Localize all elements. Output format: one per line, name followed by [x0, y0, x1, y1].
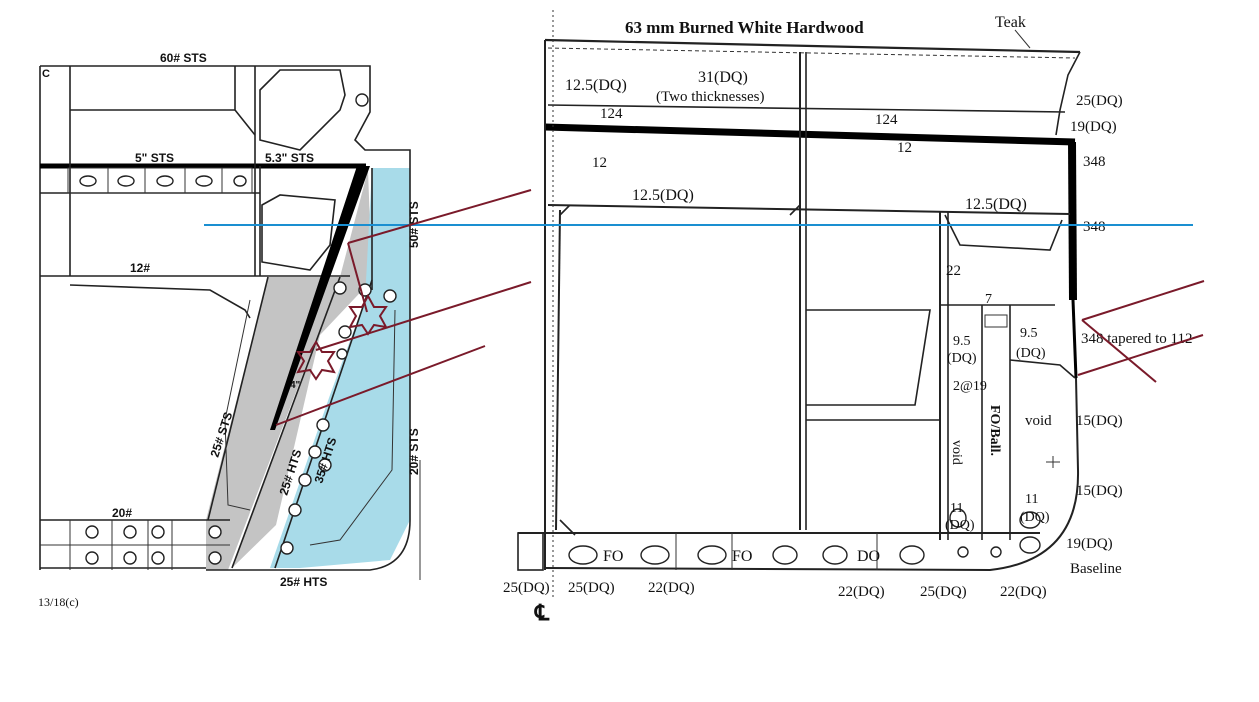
deck-label-12-b: 12 — [897, 140, 912, 156]
inner-label-2-at-19: 2@19 — [953, 379, 987, 394]
deck-label-12: 12# — [130, 261, 150, 275]
figure-ref: 13/18(c) — [38, 595, 79, 609]
deck-label-12-a: 12 — [592, 155, 607, 171]
inner-label-dq-d: (DQ) — [1020, 510, 1050, 525]
bottom-label-5: 25(DQ) — [920, 584, 967, 600]
inner-label-11-b: 11 — [1025, 492, 1038, 507]
right-hull-section: 63 mm Burned White Hardwood Teak 12.5(DQ… — [503, 10, 1193, 625]
left-hull-outline — [40, 65, 411, 571]
side-label-20-sts: 20# STS — [407, 428, 421, 475]
deck-label-5-3-sts: 5.3" STS — [265, 151, 314, 165]
inclined-belt-armor — [270, 166, 370, 430]
inner-label-dq-c: (DQ) — [945, 518, 975, 533]
angle-label: 4" — [290, 380, 301, 391]
deck-label-124-a: 124 — [600, 106, 623, 122]
bottom-label-6: 22(DQ) — [1000, 584, 1047, 600]
gray-layer-fill-2 — [232, 170, 372, 568]
deck-label-12-5-right: 12.5(DQ) — [965, 196, 1027, 213]
deck-label-20: 20# — [112, 506, 132, 520]
deck-label-22: 22 — [946, 263, 961, 279]
top-deck-label: 63 mm Burned White Hardwood — [625, 18, 864, 37]
tank-label-fo-1: FO — [603, 548, 623, 565]
red-line-4 — [275, 345, 486, 426]
blue-layer-fill — [270, 168, 410, 568]
deck-label-60: 60# STS — [160, 51, 207, 65]
comparison-overlay — [204, 189, 1205, 426]
star-marker-upper — [348, 293, 388, 336]
bottom-label-3: 22(DQ) — [648, 580, 695, 596]
inner-label-dq-b: (DQ) — [1016, 346, 1046, 361]
red-line-7 — [1081, 319, 1157, 383]
baseline-label: Baseline — [1070, 561, 1122, 577]
deck-label-5-sts: 5" STS — [135, 151, 174, 165]
inner-label-void-left: void — [949, 440, 964, 465]
deck-label-12-5-mid: 12.5(DQ) — [632, 187, 694, 204]
deck-label-124-b: 124 — [875, 112, 898, 128]
main-armor-deck — [544, 123, 1076, 146]
lightening-holes-row — [67, 93, 369, 194]
inner-label-9-5-a: 9.5 — [953, 334, 971, 349]
red-line-2 — [347, 242, 368, 313]
deck-label-7: 7 — [985, 292, 992, 307]
double-bottom-holes — [568, 314, 1041, 565]
corner-label: C — [42, 68, 50, 80]
inner-label-dq-a: (DQ) — [947, 351, 977, 366]
inner-label-11-a: 11 — [950, 501, 963, 516]
deck-label-12-5-top: 12.5(DQ) — [565, 77, 627, 94]
side-label-348-a: 348 — [1083, 154, 1106, 170]
centerline-symbol: ℄ — [534, 600, 550, 625]
inner-label-9-5-b: 9.5 — [1020, 326, 1038, 341]
tank-label-fo-2: FO — [732, 548, 752, 565]
side-label-19dq: 19(DQ) — [1070, 119, 1117, 135]
inner-label-void-right: void — [1025, 413, 1052, 429]
red-line-5 — [1081, 280, 1205, 321]
side-label-15dq-a: 15(DQ) — [1076, 413, 1123, 429]
side-armor-belt — [1068, 141, 1077, 301]
tank-label-do: DO — [857, 548, 880, 565]
bottom-label-25-hts: 25# HTS — [280, 575, 327, 589]
deck-label-two-thicknesses: (Two thicknesses) — [656, 89, 765, 105]
bottom-label-4: 22(DQ) — [838, 584, 885, 600]
inner-label-fo-ball: FO/Ball. — [987, 405, 1002, 456]
side-label-15dq-b: 15(DQ) — [1076, 483, 1123, 499]
side-armor-taper — [1071, 299, 1078, 379]
left-hull-section: C 60# STS 5" STS 5.3" STS 12# 20# 50# ST… — [38, 51, 421, 609]
red-line-6 — [1077, 334, 1204, 376]
star-marker-lower — [296, 340, 336, 381]
red-line-3 — [315, 281, 532, 351]
deck-label-31: 31(DQ) — [698, 69, 748, 86]
side-label-348-b: 348 — [1083, 219, 1106, 235]
double-bottom-cells — [40, 520, 230, 570]
bottom-label-1: 25(DQ) — [503, 580, 550, 596]
side-label-25dq: 25(DQ) — [1076, 93, 1123, 109]
side-label-19dq-b: 19(DQ) — [1066, 536, 1113, 552]
red-line-1 — [347, 189, 532, 244]
teak-label: Teak — [995, 14, 1026, 31]
bottom-label-2: 25(DQ) — [568, 580, 615, 596]
